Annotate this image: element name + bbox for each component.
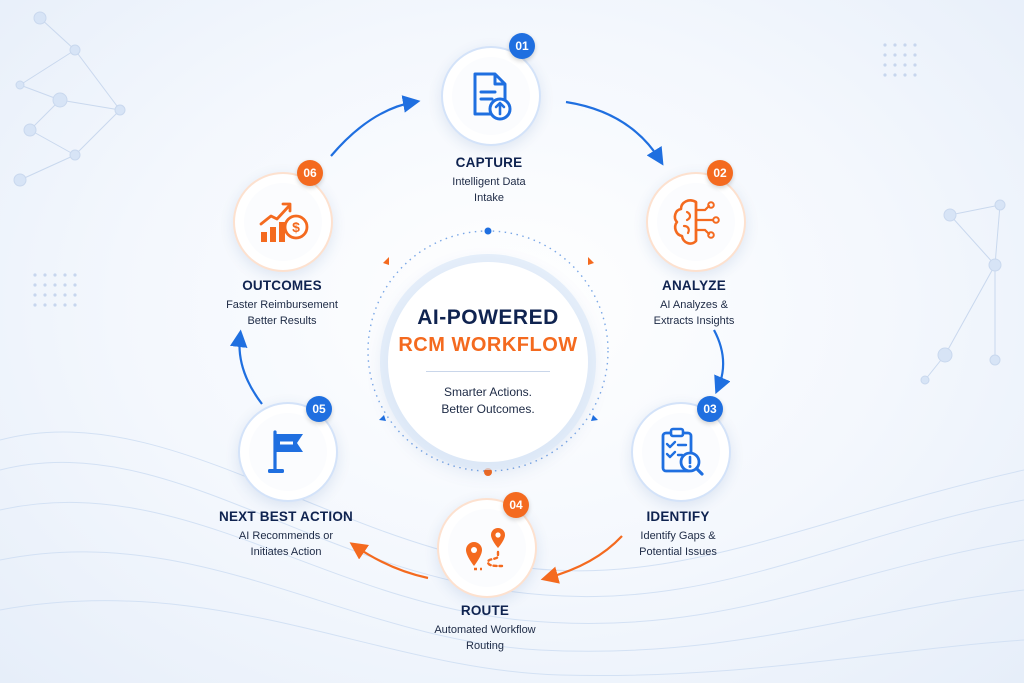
step-title: ANALYZE — [662, 278, 726, 293]
step-capture-circle — [441, 46, 541, 146]
center-tagline-line1: Smarter Actions. — [443, 385, 533, 399]
step-number-badge: 03 — [697, 396, 723, 422]
step-number-badge: 04 — [503, 492, 529, 518]
center-title-line1: AI-POWERED — [417, 306, 559, 329]
route-pins-icon — [466, 528, 505, 571]
step-description: Identify Gaps &Potential Issues — [639, 530, 717, 558]
step-title: OUTCOMES — [242, 278, 322, 293]
step-analyze-circle — [646, 172, 746, 272]
step-description: AI Analyzes &Extracts Insights — [653, 299, 735, 327]
center-hub: AI-POWERED RCM WORKFLOW Smarter Actions.… — [388, 262, 588, 462]
flag-icon — [268, 430, 303, 473]
step-outcomes-circle: $ — [233, 172, 333, 272]
step-title: ROUTE — [460, 603, 510, 618]
growth-chart-dollar-icon: $ — [259, 202, 309, 242]
ai-brain-icon — [673, 199, 720, 245]
center-divider — [426, 371, 550, 372]
svg-text:$: $ — [292, 219, 300, 235]
step-number-badge: 01 — [509, 33, 535, 59]
step-analyze-label: ANALYZE AI Analyzes &Extracts Insights — [594, 278, 794, 329]
step-number-badge: 06 — [297, 160, 323, 186]
step-identify-label: IDENTIFY Identify Gaps &Potential Issues — [578, 509, 778, 560]
step-number-badge: 05 — [306, 396, 332, 422]
step-title: CAPTURE — [455, 155, 523, 170]
clipboard-search-icon — [661, 427, 704, 476]
center-title-line2: RCM WORKFLOW — [398, 334, 578, 356]
step-title: NEXT BEST ACTION — [219, 509, 353, 524]
step-title: IDENTIFY — [646, 509, 710, 524]
center-tagline-line2: Better Outcomes. — [441, 402, 535, 416]
document-upload-icon — [473, 72, 512, 121]
step-number-badge: 02 — [707, 160, 733, 186]
step-identify-circle — [631, 402, 731, 502]
